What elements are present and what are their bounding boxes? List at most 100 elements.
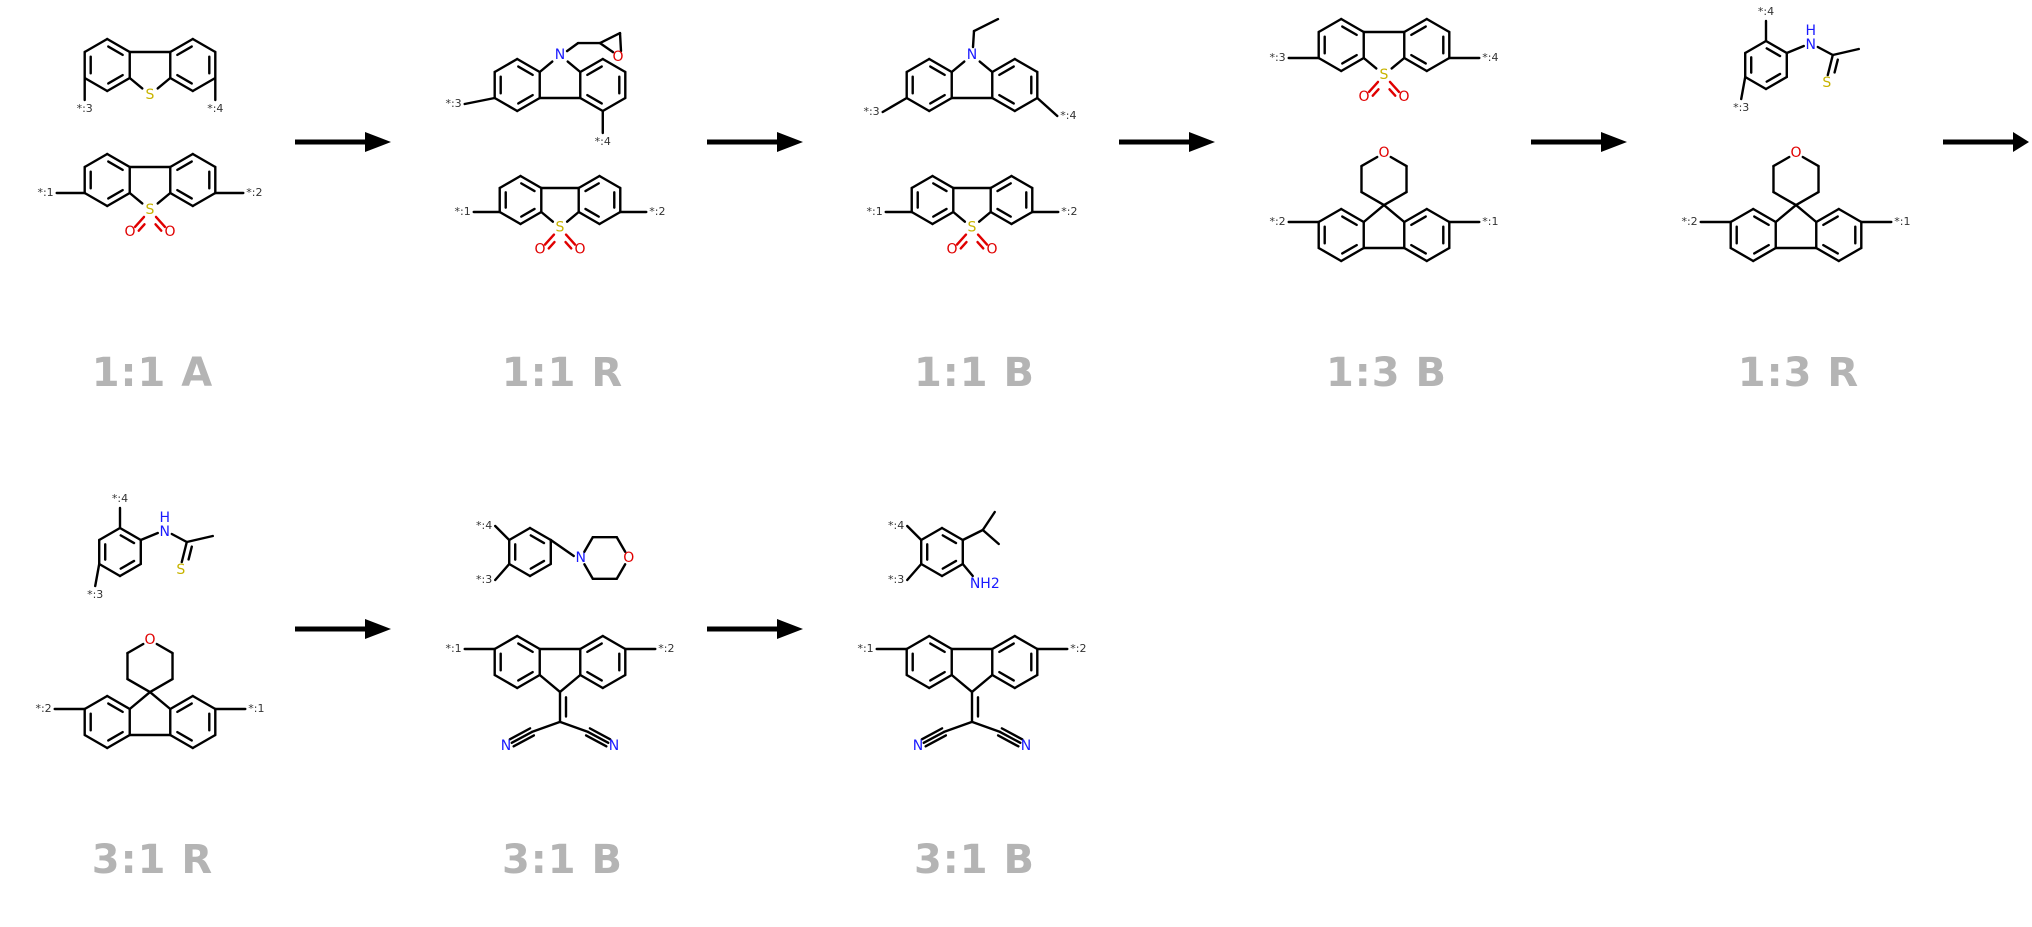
bond (191, 191, 217, 208)
bond (191, 76, 217, 93)
heteroatom-label: S (146, 87, 155, 103)
rgroup-label: *:2 (1070, 642, 1086, 655)
bond (169, 694, 194, 711)
bond (976, 240, 985, 250)
bond (991, 673, 1016, 690)
bond (577, 174, 601, 190)
bond (1837, 207, 1863, 224)
bond (1013, 634, 1039, 651)
bond (1382, 190, 1408, 207)
bond (971, 29, 976, 49)
bond (1752, 246, 1777, 263)
bond (961, 562, 974, 578)
bond (98, 526, 122, 542)
bond (83, 152, 109, 169)
bond (584, 734, 608, 748)
bond (538, 60, 554, 74)
reaction-arrow (1943, 132, 2029, 152)
bond (517, 65, 534, 77)
bond (106, 191, 131, 208)
rgroup-label: *:1 (455, 205, 471, 218)
oxygen-label: O (612, 49, 623, 65)
bond (924, 734, 948, 748)
bond (1826, 53, 1834, 77)
bond (996, 207, 1012, 218)
oxygen-label: O (144, 632, 155, 648)
bond (520, 182, 536, 193)
bond (905, 96, 931, 113)
bond (970, 720, 1002, 734)
bond (170, 532, 188, 544)
bond (1403, 56, 1428, 73)
bond (519, 174, 543, 190)
bond (126, 677, 152, 694)
bond (577, 210, 601, 226)
bond (107, 188, 124, 200)
oxygen-label: O (1790, 145, 1801, 161)
bond (583, 536, 594, 553)
rgroup-label: *:4 (1060, 109, 1076, 122)
nitrogen-label: N (1806, 37, 1816, 53)
bond (981, 528, 1000, 546)
bond (1833, 58, 1839, 74)
bond (529, 559, 546, 570)
bond (615, 563, 627, 580)
bond (180, 540, 188, 564)
bond (508, 562, 532, 578)
oxygen-label: O (124, 224, 135, 240)
rgroup-label: *:3 (888, 573, 904, 586)
bond (1013, 96, 1039, 113)
bond (1390, 56, 1406, 70)
bond (1425, 246, 1451, 263)
nitrogen-label: N (913, 738, 923, 754)
sulfur-label: S (1822, 75, 1831, 91)
bond (929, 65, 946, 77)
rgroup-label: *:1 (857, 642, 873, 655)
heteroatom-label: S (1380, 67, 1389, 83)
rgroup-label: *:2 (35, 702, 51, 715)
bond (1764, 75, 1788, 91)
bond (950, 673, 974, 694)
bond (530, 720, 562, 734)
bond (928, 57, 953, 74)
bond (941, 534, 958, 545)
bond (1341, 215, 1358, 227)
bond (1815, 207, 1840, 224)
bond (588, 727, 612, 741)
bond (1425, 56, 1451, 73)
bond (972, 17, 1000, 33)
bond (83, 191, 109, 208)
bond (991, 57, 1016, 74)
bond (1403, 207, 1428, 224)
reaction-arrow (295, 132, 391, 152)
bond (510, 730, 534, 745)
hydrogen-label: H (160, 510, 171, 526)
bond (176, 702, 193, 714)
bond (1794, 190, 1820, 207)
bond (508, 526, 532, 542)
bond (932, 182, 948, 193)
bond (517, 670, 534, 682)
bond (1772, 190, 1798, 207)
bond (156, 191, 172, 205)
bond (106, 152, 131, 169)
bond (989, 210, 1013, 226)
bond (906, 524, 923, 542)
bond (931, 210, 955, 226)
bond (598, 41, 615, 54)
bond (1340, 207, 1365, 224)
bond (106, 694, 131, 711)
oxygen-label: O (164, 224, 175, 240)
bond (119, 534, 136, 545)
bond (583, 563, 594, 580)
bond (996, 182, 1012, 193)
